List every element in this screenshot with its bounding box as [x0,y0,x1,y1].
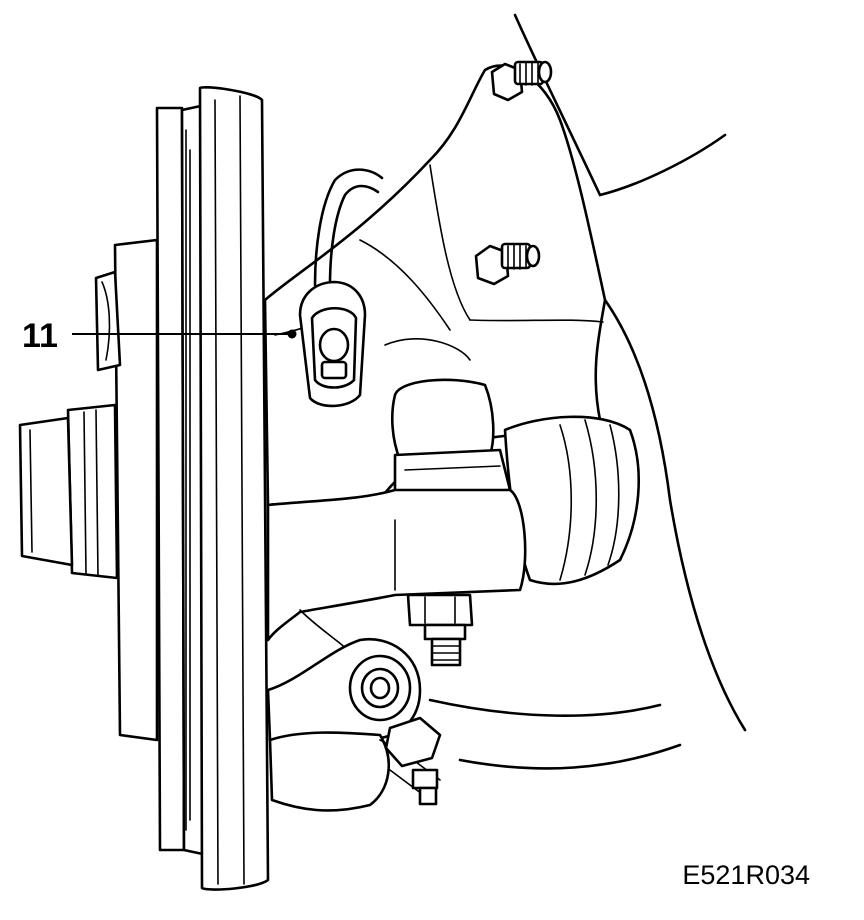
wheel-speed-sensor-icon [287,168,384,408]
bolt-nut-icon [490,60,553,102]
bushing-icon [348,654,412,722]
brake-disc-icon [155,86,270,891]
bolt-nut-icon [384,716,442,806]
chassis-outline [428,13,747,770]
wheel-hub-icon [18,238,159,742]
callout-11: 11 [22,317,292,355]
bolt-nut-icon [406,593,474,667]
ball-joint-icon [390,378,512,497]
figure-code: E521R034 [682,860,810,890]
callout-label: 11 [22,317,58,355]
bolt-nut-icon [474,242,541,286]
